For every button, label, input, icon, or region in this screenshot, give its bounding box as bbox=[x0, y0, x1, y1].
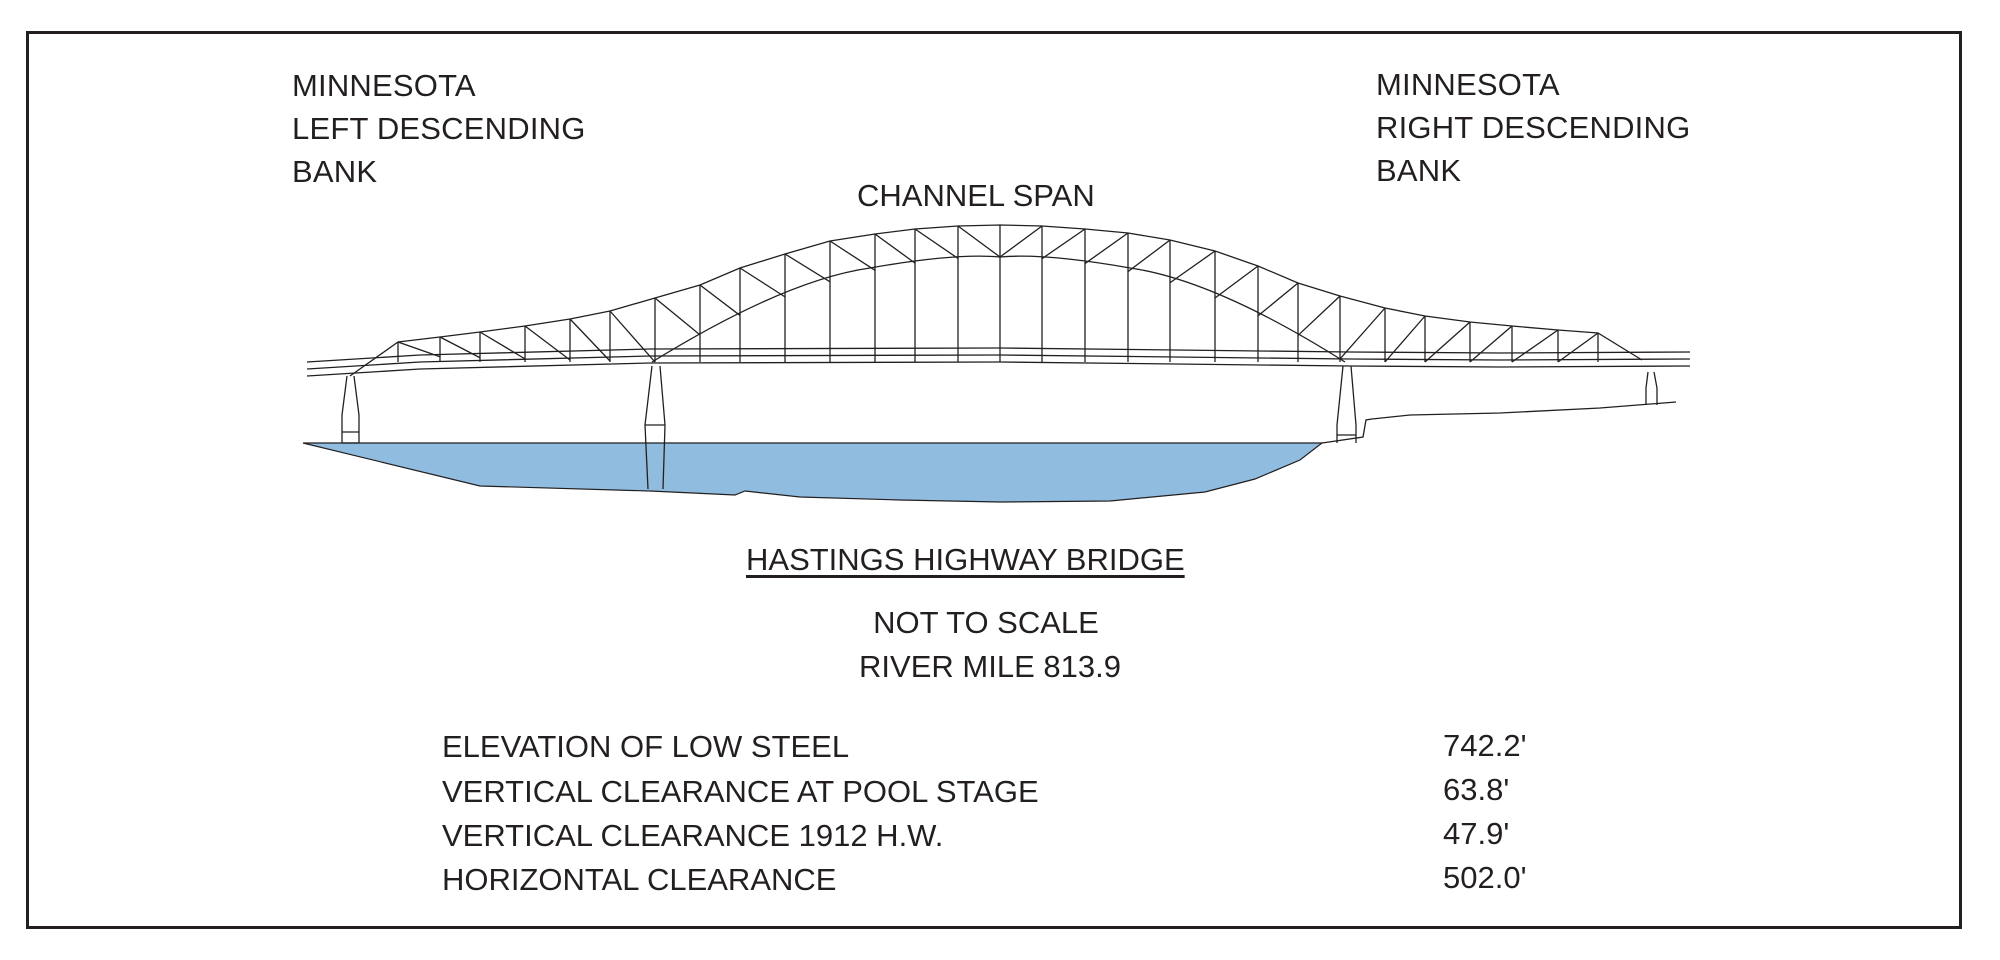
clearance-label-pool-stage: VERTICAL CLEARANCE AT POOL STAGE bbox=[442, 774, 1039, 809]
clearance-value-1912-hw: 47.9' bbox=[1443, 816, 1510, 851]
truss-diagonal bbox=[439, 336, 481, 359]
truss-diagonal bbox=[609, 310, 656, 363]
scale-note: NOT TO SCALE bbox=[873, 605, 1099, 640]
left-bank-label: MINNESOTA LEFT DESCENDING BANK bbox=[292, 64, 586, 193]
left-bank-line-3: BANK bbox=[292, 154, 378, 189]
truss-diagonal bbox=[1169, 250, 1216, 284]
truss-diagonal bbox=[1297, 295, 1341, 336]
right-bank-label: MINNESOTA RIGHT DESCENDING BANK bbox=[1376, 63, 1690, 192]
truss-diagonal bbox=[1041, 228, 1086, 260]
pier-right-end bbox=[1645, 371, 1658, 405]
truss-diagonal bbox=[739, 267, 786, 298]
pier-channel-right bbox=[1336, 365, 1357, 443]
truss-diagonal bbox=[397, 341, 441, 358]
drawing-frame bbox=[26, 31, 1962, 929]
channel-span-label: CHANNEL SPAN bbox=[857, 178, 1095, 213]
truss-diagonal bbox=[1511, 329, 1559, 363]
truss-diagonal bbox=[479, 331, 526, 360]
truss-diagonal bbox=[1084, 232, 1129, 265]
truss-diagonal bbox=[829, 240, 876, 271]
truss-diagonal bbox=[914, 228, 959, 259]
truss-diagonal bbox=[1424, 321, 1471, 363]
truss-diagonal bbox=[569, 318, 611, 362]
truss-diagonal bbox=[957, 225, 1001, 258]
truss-diagonal bbox=[1469, 325, 1513, 363]
truss-diagonal bbox=[999, 225, 1043, 258]
truss-top-chord bbox=[349, 224, 1643, 377]
clearance-value-horizontal: 502.0' bbox=[1443, 860, 1527, 895]
truss-diagonal bbox=[654, 297, 701, 336]
clearance-value-pool-stage: 63.8' bbox=[1443, 772, 1510, 807]
truss-diagonal bbox=[1214, 265, 1259, 299]
truss-diagonal bbox=[699, 284, 741, 316]
river-water-area bbox=[302, 442, 1324, 503]
truss-diagonal bbox=[784, 253, 831, 283]
clearance-value-low-steel: 742.2' bbox=[1443, 728, 1527, 763]
truss-diagonal bbox=[1339, 307, 1386, 360]
bridge-structure bbox=[306, 224, 1691, 490]
truss-diagonal bbox=[1127, 239, 1171, 273]
bridge-name: HASTINGS HIGHWAY BRIDGE bbox=[746, 542, 1185, 577]
truss-diagonal bbox=[524, 325, 571, 361]
clearance-label-low-steel: ELEVATION OF LOW STEEL bbox=[442, 729, 850, 764]
right-bank-line-1: MINNESOTA bbox=[1376, 67, 1560, 102]
left-bank-line-2: LEFT DESCENDING bbox=[292, 111, 586, 146]
truss-diagonal bbox=[874, 233, 916, 264]
right-bank-line-2: RIGHT DESCENDING bbox=[1376, 110, 1691, 145]
pier-left-end bbox=[341, 375, 360, 444]
clearance-label-horizontal: HORIZONTAL CLEARANCE bbox=[442, 862, 837, 897]
truss-members bbox=[397, 225, 1599, 363]
deck-line-bottom bbox=[306, 361, 1691, 377]
left-bank-line-1: MINNESOTA bbox=[292, 68, 476, 103]
truss-diagonal bbox=[1557, 332, 1599, 363]
right-bank-line-3: BANK bbox=[1376, 153, 1462, 188]
pier-channel-left bbox=[644, 365, 666, 490]
truss-diagonal bbox=[1257, 282, 1299, 317]
river-mile: RIVER MILE 813.9 bbox=[859, 649, 1121, 684]
right-bank-ground bbox=[1321, 401, 1677, 444]
arch-bottom-chord bbox=[651, 255, 1346, 363]
truss-diagonal bbox=[1384, 315, 1426, 363]
clearance-label-1912-hw: VERTICAL CLEARANCE 1912 H.W. bbox=[442, 818, 944, 853]
